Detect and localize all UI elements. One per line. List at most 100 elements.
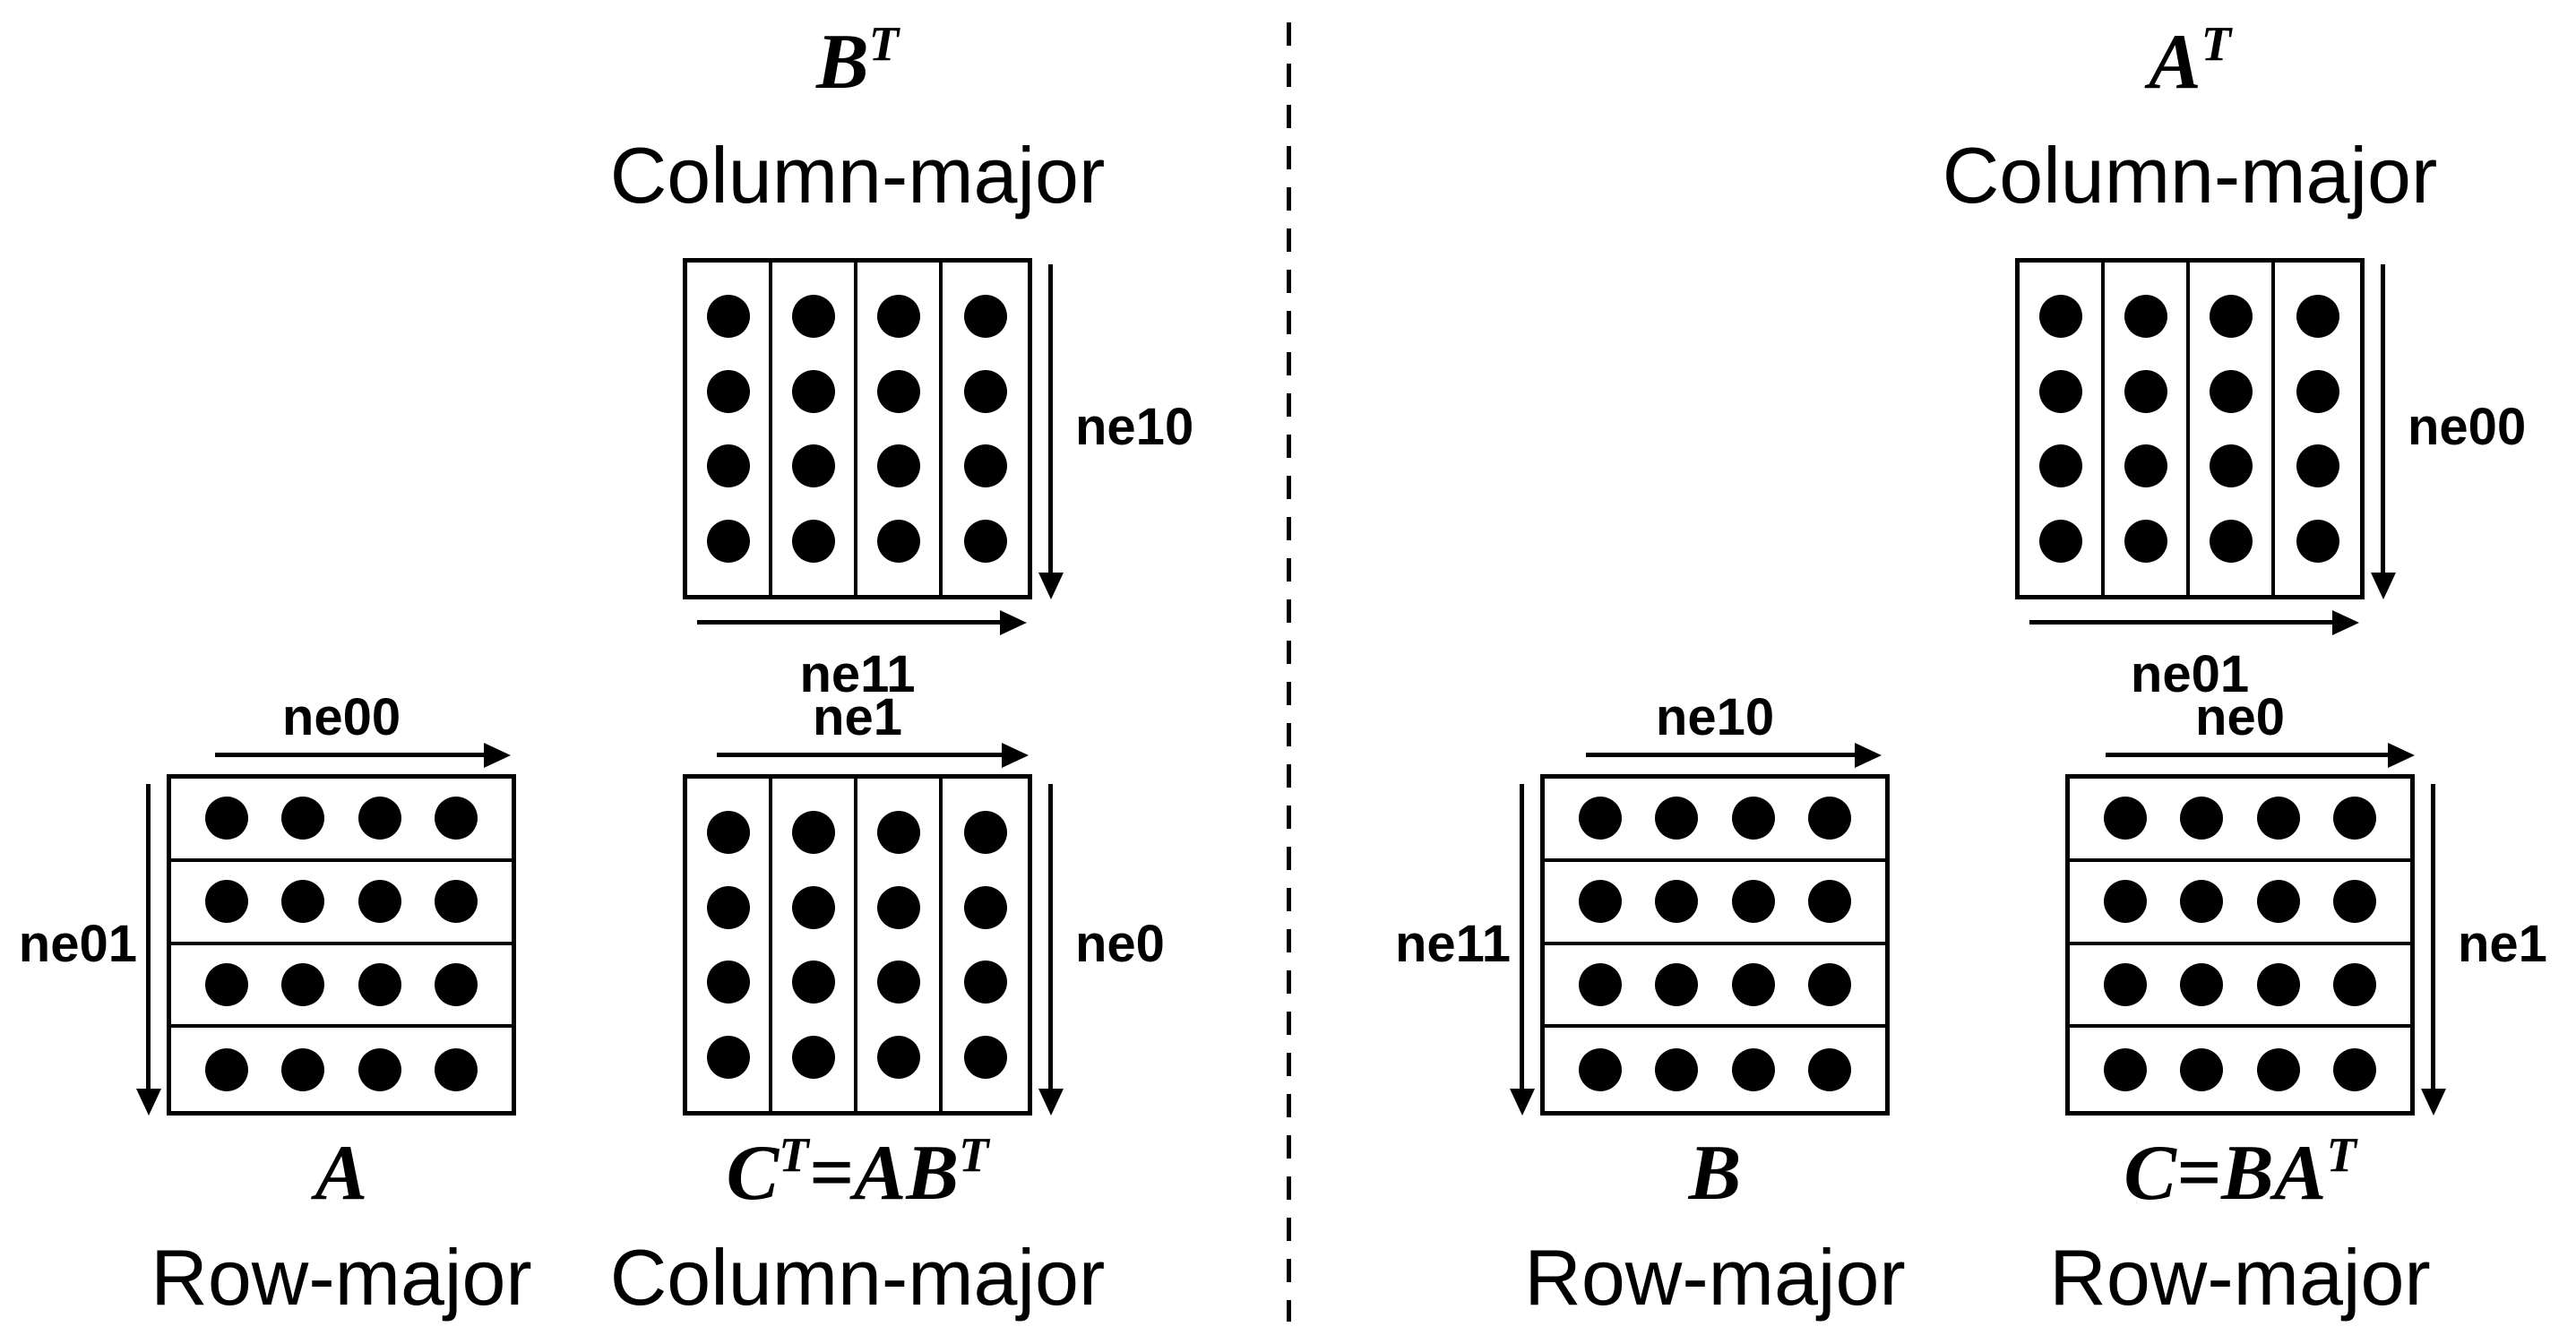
- matrix-column: [772, 263, 857, 595]
- matrix-element-dot: [435, 880, 478, 924]
- matrix-element-dot: [2038, 520, 2082, 564]
- matrix-element-dot: [358, 1047, 401, 1091]
- divider-dashed-line: [1287, 22, 1291, 1322]
- matrix-element-dot: [2296, 444, 2339, 488]
- matrix-a: [167, 774, 516, 1116]
- matrix-element-dot: [1808, 880, 1852, 924]
- layout-label-a-transpose: Column-major: [1942, 131, 2438, 220]
- matrix-element-dot: [876, 444, 920, 488]
- matrix-element-dot: [706, 520, 750, 564]
- matrix-element-dot: [2103, 962, 2147, 1006]
- matrix-element-dot: [2124, 444, 2167, 488]
- c-horizontal-axis-label: ne0: [2195, 688, 2285, 746]
- ct-horizontal-axis-arrow: [717, 753, 1002, 757]
- matrix-element-dot: [2209, 444, 2253, 488]
- matrix-element-dot: [706, 961, 750, 1004]
- matrix-row: [1545, 945, 1885, 1029]
- matrix-element-dot: [876, 885, 920, 929]
- matrix-element-dot: [876, 369, 920, 413]
- matrix-title-b-transpose: BT: [815, 16, 900, 106]
- matrix-element-dot: [2333, 797, 2377, 840]
- matrix-element-dot: [876, 810, 920, 854]
- matrix-element-dot: [2296, 369, 2339, 413]
- matrix-element-dot: [2180, 962, 2224, 1006]
- matrix-element-dot: [2103, 797, 2147, 840]
- matrix-element-dot: [1731, 962, 1775, 1006]
- matrix-column: [943, 263, 1028, 595]
- matrix-title-a: A: [314, 1130, 368, 1217]
- bt-vertical-axis-label: ne10: [1075, 398, 1194, 456]
- matrix-row: [171, 779, 512, 862]
- matrix-element-dot: [2333, 962, 2377, 1006]
- matrix-title-a-transpose: AT: [2148, 16, 2232, 106]
- matrix-element-dot: [1655, 962, 1699, 1006]
- b-vertical-axis-arrow: [1520, 784, 1524, 1089]
- matrix-element-dot: [2256, 962, 2300, 1006]
- matrix-a-transpose: [2015, 258, 2365, 599]
- matrix-element-dot: [1655, 880, 1699, 924]
- matrix-element-dot: [204, 962, 248, 1006]
- matrix-element-dot: [2209, 520, 2253, 564]
- bt-horizontal-axis-arrow: [697, 620, 1000, 625]
- matrix-element-dot: [876, 1036, 920, 1080]
- bt-horizontal-axis-label: ne11: [799, 645, 916, 703]
- matrix-element-dot: [791, 885, 835, 929]
- at-horizontal-axis-arrow: [2029, 620, 2332, 625]
- matrix-element-dot: [876, 961, 920, 1004]
- matrix-c: [2065, 774, 2415, 1116]
- matrix-element-dot: [1731, 1047, 1775, 1091]
- layout-label-c-transpose: Column-major: [609, 1233, 1106, 1322]
- matrix-element-dot: [2103, 880, 2147, 924]
- a-horizontal-axis-label: ne00: [281, 688, 401, 746]
- matrix-element-dot: [1808, 962, 1852, 1006]
- matrix-element-dot: [2256, 1047, 2300, 1091]
- bt-vertical-axis-arrow: [1048, 264, 1053, 573]
- matrix-element-dot: [2256, 797, 2300, 840]
- matrix-element-dot: [791, 369, 835, 413]
- matrix-element-dot: [435, 1047, 478, 1091]
- matrix-element-dot: [791, 294, 835, 338]
- matrix-element-dot: [791, 810, 835, 854]
- matrix-row: [1545, 862, 1885, 945]
- matrix-element-dot: [2180, 1047, 2224, 1091]
- matrix-b-transpose: [683, 258, 1032, 599]
- matrix-row: [2070, 945, 2410, 1029]
- matrix-b: [1540, 774, 1890, 1116]
- a-vertical-axis-arrow: [146, 784, 151, 1089]
- matrix-element-dot: [706, 1036, 750, 1080]
- matrix-title-c: C=BAT: [2124, 1127, 2356, 1217]
- matrix-element-dot: [2209, 294, 2253, 338]
- matrix-column: [943, 779, 1028, 1111]
- matrix-element-dot: [2103, 1047, 2147, 1091]
- matrix-element-dot: [281, 797, 325, 840]
- a-vertical-axis-label: ne01: [18, 915, 137, 973]
- ct-horizontal-axis-label: ne1: [813, 688, 902, 746]
- b-horizontal-axis-label: ne10: [1655, 688, 1775, 746]
- matrix-element-dot: [1808, 797, 1852, 840]
- matrix-element-dot: [2038, 369, 2082, 413]
- ct-vertical-axis-arrow: [1048, 784, 1053, 1089]
- matrix-element-dot: [2296, 520, 2339, 564]
- at-vertical-axis-label: ne00: [2408, 398, 2527, 456]
- matrix-element-dot: [281, 962, 325, 1006]
- matrix-element-dot: [2124, 520, 2167, 564]
- matrix-row: [1545, 1028, 1885, 1111]
- matrix-element-dot: [2209, 369, 2253, 413]
- b-vertical-axis-label: ne11: [1395, 915, 1511, 973]
- matrix-element-dot: [706, 369, 750, 413]
- matrix-element-dot: [1808, 1047, 1852, 1091]
- matrix-title-b: B: [1688, 1130, 1742, 1217]
- matrix-element-dot: [876, 520, 920, 564]
- c-vertical-axis-arrow: [2431, 784, 2435, 1089]
- matrix-element-dot: [963, 1036, 1007, 1080]
- matrix-element-dot: [1655, 1047, 1699, 1091]
- matrix-element-dot: [2180, 880, 2224, 924]
- matrix-row: [2070, 1028, 2410, 1111]
- matrix-row: [2070, 779, 2410, 862]
- matrix-column: [687, 263, 772, 595]
- matrix-element-dot: [2180, 797, 2224, 840]
- matrix-element-dot: [2038, 294, 2082, 338]
- matrix-element-dot: [963, 961, 1007, 1004]
- matrix-column: [772, 779, 857, 1111]
- matrix-row: [1545, 779, 1885, 862]
